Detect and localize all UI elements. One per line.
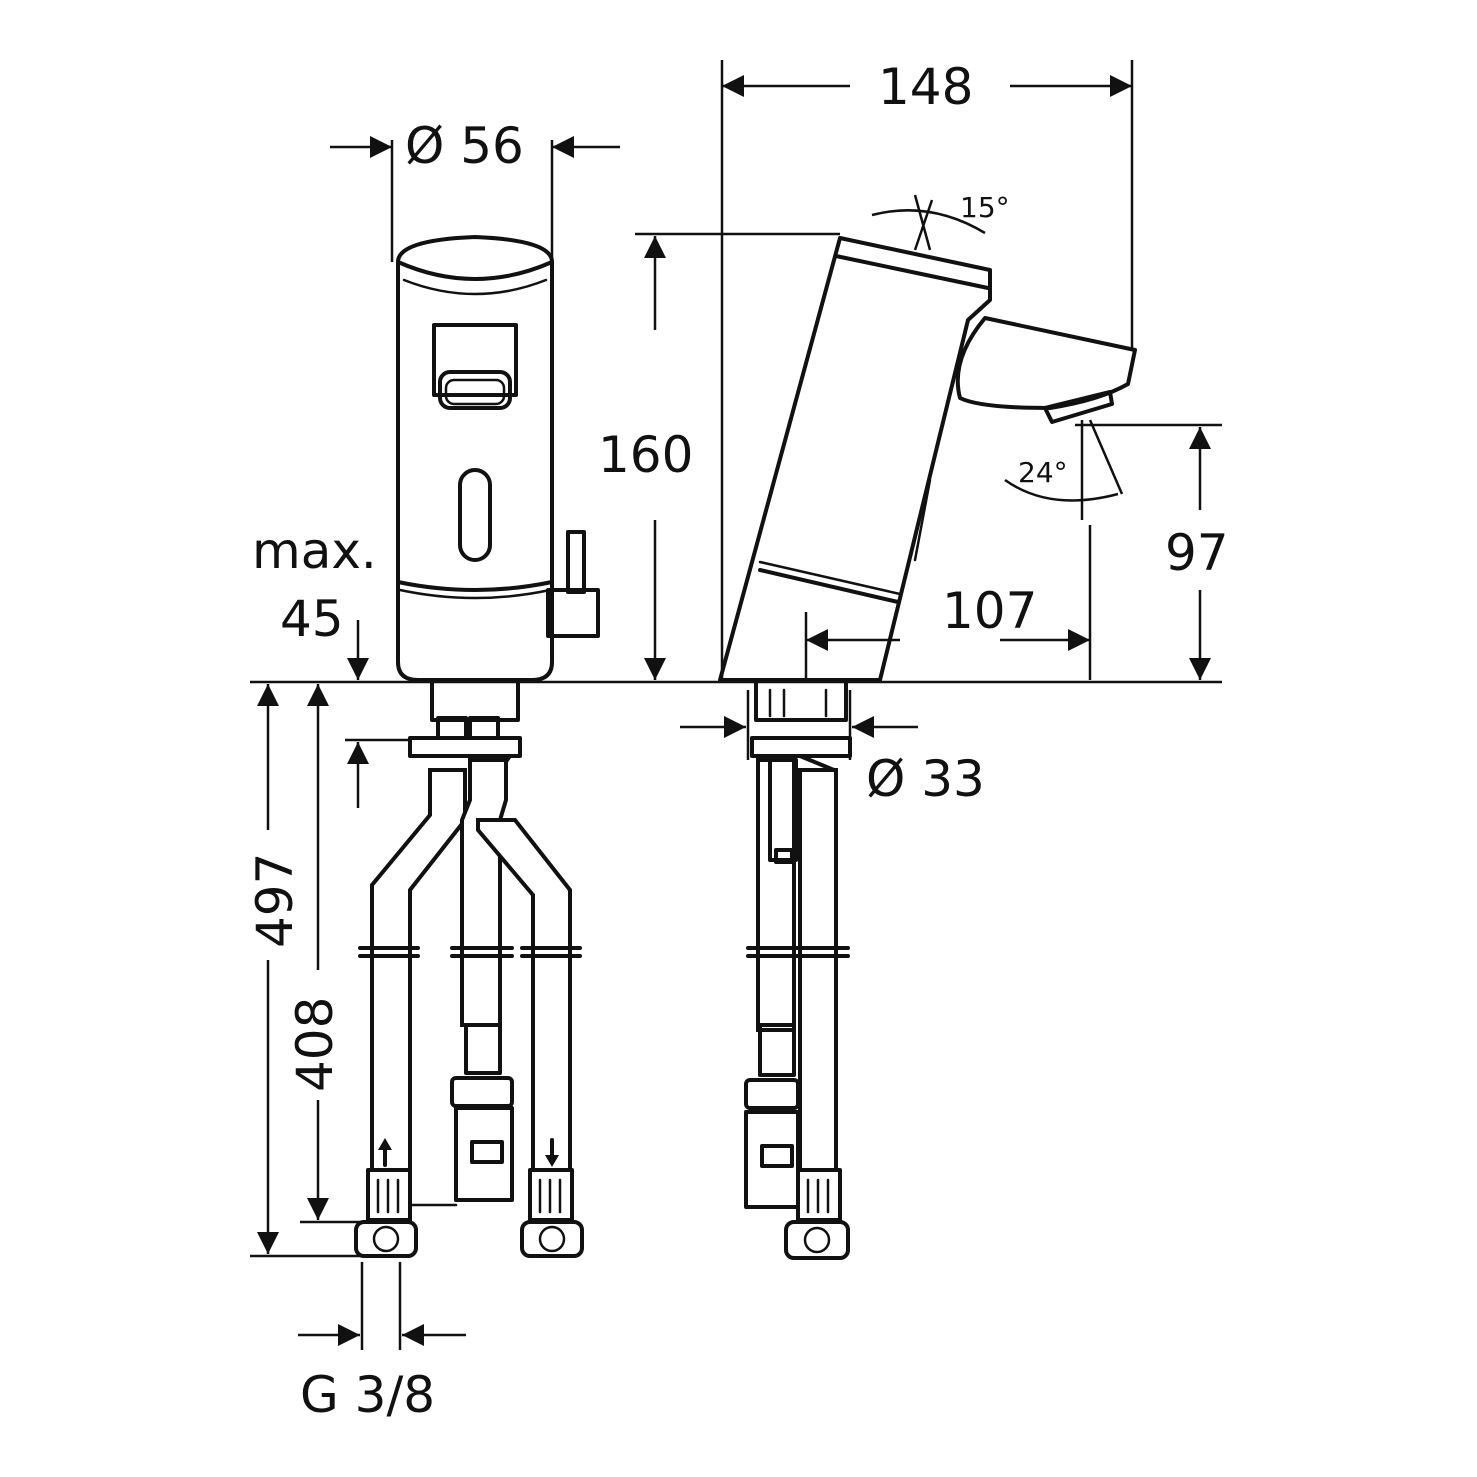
side-hose-left [756,758,796,1032]
label-shank-diameter: Ø 33 [866,750,985,808]
dimension-lines [250,60,1222,1350]
label-spout-height: 97 [1165,524,1229,582]
label-height: 160 [598,426,693,484]
indicator-slot [458,468,492,562]
label-max-value: 45 [280,590,344,648]
label-projection: 148 [878,58,973,116]
front-top-cap [396,260,554,281]
side-solenoid-valve [744,1110,800,1209]
label-spout-angle: 15° [960,191,1010,224]
front-hose-left [370,768,467,1172]
label-connection-thread: G 3/8 [300,1366,435,1424]
side-hose-right [798,768,838,1172]
side-body [718,236,992,682]
label-reach: 107 [942,582,1037,640]
front-hose-middle [460,758,508,1027]
front-connection-nut-left [354,1220,418,1258]
sensor-window [432,323,518,397]
front-view [354,235,600,1258]
label-hose-length: 408 [286,997,344,1092]
label-max: max. [252,522,377,580]
lever-hub [546,588,600,638]
aerator [1043,390,1114,424]
side-connection-nut [784,1220,850,1260]
front-connection-nut-right [520,1220,584,1258]
solenoid-valve [454,1106,514,1202]
side-view [718,236,1137,1260]
label-body-diameter: Ø 56 [405,117,524,175]
front-body [396,235,554,682]
mounting-plate [408,736,522,758]
label-total-length: 497 [246,853,304,948]
label-jet-angle: 24° [1018,456,1068,489]
side-lever [566,530,586,594]
